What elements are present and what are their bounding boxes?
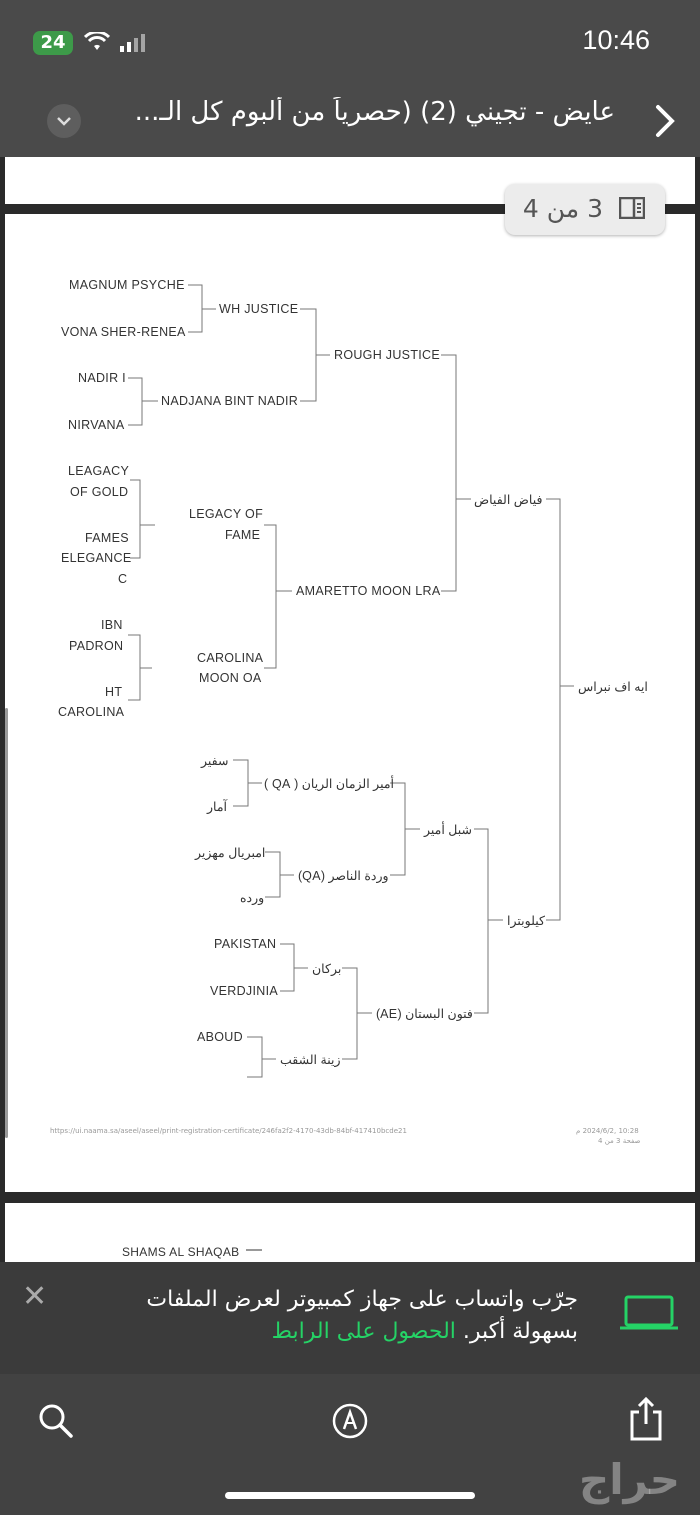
home-indicator[interactable] [225, 1492, 475, 1499]
pedigree-name: MOON OA [199, 671, 262, 685]
pedigree-name: زينة الشقب [280, 1053, 341, 1067]
wifi-icon [84, 32, 110, 50]
pedigree-subject: ايه اف نبراس [578, 680, 648, 694]
desktop-promo-banner: ✕ جرّب واتساب على جهاز كمبيوتر لعرض المل… [0, 1262, 700, 1374]
pedigree-lines [128, 284, 574, 1251]
pedigree-name: NIRVANA [68, 418, 125, 432]
chevron-down-icon [57, 117, 71, 126]
bottom-toolbar [0, 1374, 700, 1515]
pedigree-name: MAGNUM PSYCHE [69, 278, 185, 292]
pedigree-name: LEAGACY [68, 464, 130, 478]
banner-text: جرّب واتساب على جهاز كمبيوتر لعرض الملفا… [98, 1284, 578, 1348]
pedigree-name: آمار [207, 800, 228, 814]
pedigree-name: AMARETTO MOON LRA [296, 584, 441, 598]
battery-indicator: 24 [33, 31, 73, 55]
get-link[interactable]: الحصول على الرابط [271, 1319, 456, 1344]
share-icon[interactable] [628, 1396, 664, 1442]
pedigree-name: شبل أمير [424, 823, 473, 837]
pedigree-name: NADIR I [78, 371, 126, 385]
pedigree-name: FAMES [85, 531, 129, 545]
clock: 10:46 [582, 25, 650, 55]
banner-line2: بسهولة أكبر. الحصول على الرابط [271, 1319, 578, 1344]
pedigree-name: PADRON [69, 639, 124, 653]
pedigree-name: بركان [312, 962, 342, 976]
pedigree-name: ABOUD [197, 1030, 243, 1044]
pedigree-name: HT [105, 685, 123, 699]
pedigree-name: ROUGH JUSTICE [334, 348, 440, 362]
pedigree-name: أمير الزمان الريان ( QA ) [264, 777, 395, 791]
pedigree-name: OF GOLD [70, 485, 129, 499]
next-page-name: SHAMS AL SHAQAB [122, 1245, 240, 1259]
pedigree-name: وردة الناصر (QA) [298, 869, 389, 883]
title-menu-button[interactable] [47, 104, 81, 138]
pedigree-name: CAROLINA [197, 651, 264, 665]
signal-icon [120, 34, 145, 52]
pedigree-name: LEGACY OF [189, 507, 264, 521]
page-footer-date: 10:28 ,2024/6/2 م [576, 1127, 639, 1135]
scrollbar[interactable] [5, 708, 8, 1138]
laptop-icon [620, 1295, 678, 1330]
page-footer-page: صفحة 3 من 4 [598, 1137, 641, 1145]
status-bar: 24 10:46 [0, 0, 700, 85]
pedigree-name: امبريال مهزير [195, 846, 266, 860]
close-icon[interactable]: ✕ [22, 1279, 48, 1314]
pedigree-name: VONA SHER-RENEA [61, 325, 186, 339]
pedigree-name: C [118, 572, 128, 586]
document-title: عايض - تجيني (2) (حصرياً من ألبوم كل الـ… [134, 97, 615, 127]
page-indicator[interactable]: 3 من 4 [505, 184, 665, 235]
page-indicator-text: 3 من 4 [522, 194, 603, 223]
banner-line1: جرّب واتساب على جهاز كمبيوتر لعرض الملفا… [146, 1287, 578, 1312]
page-thumbnail-icon [619, 197, 645, 219]
watermark-logo: حراج [578, 1455, 680, 1504]
pedigree-name: FAME [225, 528, 261, 542]
pedigree-name: سفير [201, 754, 229, 768]
pedigree-name: PAKISTAN [214, 937, 277, 951]
search-icon[interactable] [37, 1402, 75, 1440]
pedigree-name: IBN [101, 618, 123, 632]
pedigree-name: ELEGANCE [61, 551, 132, 565]
pedigree-name: فتون البستان (AE) [376, 1007, 473, 1021]
page-footer-url: https://ui.naama.sa/aseel/aseel/print-re… [50, 1127, 407, 1135]
next-page [5, 1203, 695, 1273]
pedigree-sire: فياض الفياض [474, 493, 543, 507]
current-page [5, 214, 695, 1192]
pedigree-name: VERDJINIA [210, 984, 278, 998]
pedigree-name: NADJANA BINT NADIR [161, 394, 299, 408]
nav-bar: عايض - تجيني (2) (حصرياً من ألبوم كل الـ… [0, 85, 700, 157]
pedigree-name: CAROLINA [58, 705, 125, 719]
markup-icon[interactable] [331, 1402, 369, 1440]
pedigree-name: ورده [240, 891, 265, 905]
pedigree-dam: كيلوبترا [507, 914, 545, 928]
pedigree-name: WH JUSTICE [219, 302, 299, 316]
back-chevron-icon[interactable] [648, 101, 678, 141]
